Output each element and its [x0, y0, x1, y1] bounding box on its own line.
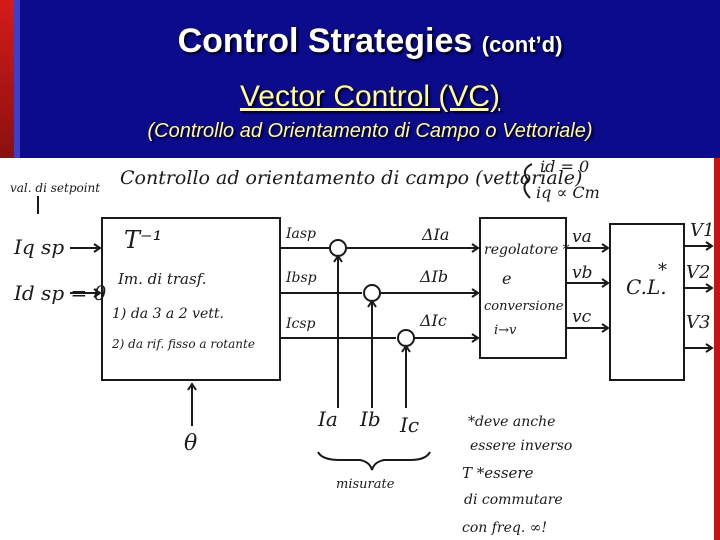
- slide-subtitle-italian: (Controllo ad Orientamento di Campo o Ve…: [147, 120, 593, 142]
- output-v2: V2: [686, 262, 710, 283]
- slide-header: [0, 0, 720, 158]
- transform-line-1: Im. di trasf.: [117, 270, 206, 288]
- condition-id: id = 0: [540, 158, 589, 176]
- input-iq-setpoint: Iq sp: [13, 235, 64, 259]
- sketch-heading: Controllo ad orientamento di campo (vett…: [120, 167, 582, 189]
- note-line-2: essere inverso: [470, 438, 572, 454]
- cl-block-label: C.L.: [626, 275, 667, 299]
- handwritten-diagram: Controllo ad orientamento di campo (vett…: [10, 158, 714, 536]
- transform-line-2: 1) da 3 a 2 vett.: [112, 306, 224, 322]
- slide-subtitle: Vector Control (VC): [239, 80, 501, 113]
- error-ia: ΔIa: [421, 225, 449, 244]
- output-v1: V1: [690, 220, 714, 241]
- left-accent-stripe-blue: [14, 0, 20, 158]
- note-line-3: T *essere: [462, 464, 534, 482]
- voltage-vc: vc: [572, 307, 592, 327]
- voltage-vb: vb: [572, 263, 593, 283]
- cl-block-mark: *: [658, 260, 667, 281]
- slide-title-main: Control Strategies: [177, 22, 473, 60]
- slide-title-suffix: (cont’d): [481, 32, 563, 57]
- left-accent-stripe-red: [0, 0, 14, 158]
- note-line-1: *deve anche: [468, 414, 555, 430]
- feedback-ia: Ia: [317, 407, 338, 431]
- measured-label: misurate: [336, 477, 395, 492]
- input-id-setpoint: Id sp = 0: [13, 281, 107, 305]
- error-ib: ΔIb: [419, 267, 448, 286]
- theta-label: θ: [184, 431, 197, 456]
- transform-line-3: 2) da rif. fisso a rotante: [111, 337, 255, 351]
- error-ic: ΔIc: [419, 311, 447, 330]
- voltage-va: va: [572, 227, 592, 247]
- feedback-ib: Ib: [359, 407, 381, 431]
- condition-iq: iq ∝ Cm: [536, 183, 600, 202]
- regulator-line-3: conversione: [484, 299, 564, 314]
- transform-title: T⁻¹: [124, 226, 162, 254]
- regulator-line-2: e: [502, 269, 511, 288]
- setpoint-ia: Iasp: [285, 226, 316, 242]
- setpoint-ib: Ibsp: [285, 270, 317, 286]
- setpoint-ic: Icsp: [285, 316, 316, 332]
- note-line-5: con freq. ∞!: [462, 520, 547, 536]
- note-line-4: di commutare: [464, 492, 563, 508]
- regulator-line-1: regolatore *: [484, 242, 570, 258]
- regulator-line-4: i→v: [494, 323, 517, 338]
- slide-title: Control Strategies (cont’d): [0, 22, 720, 61]
- feedback-ic: Ic: [399, 413, 419, 437]
- output-v3: V3: [686, 312, 710, 333]
- right-accent-stripe: [714, 158, 720, 540]
- setpoint-note: val. di setpoint: [10, 181, 100, 195]
